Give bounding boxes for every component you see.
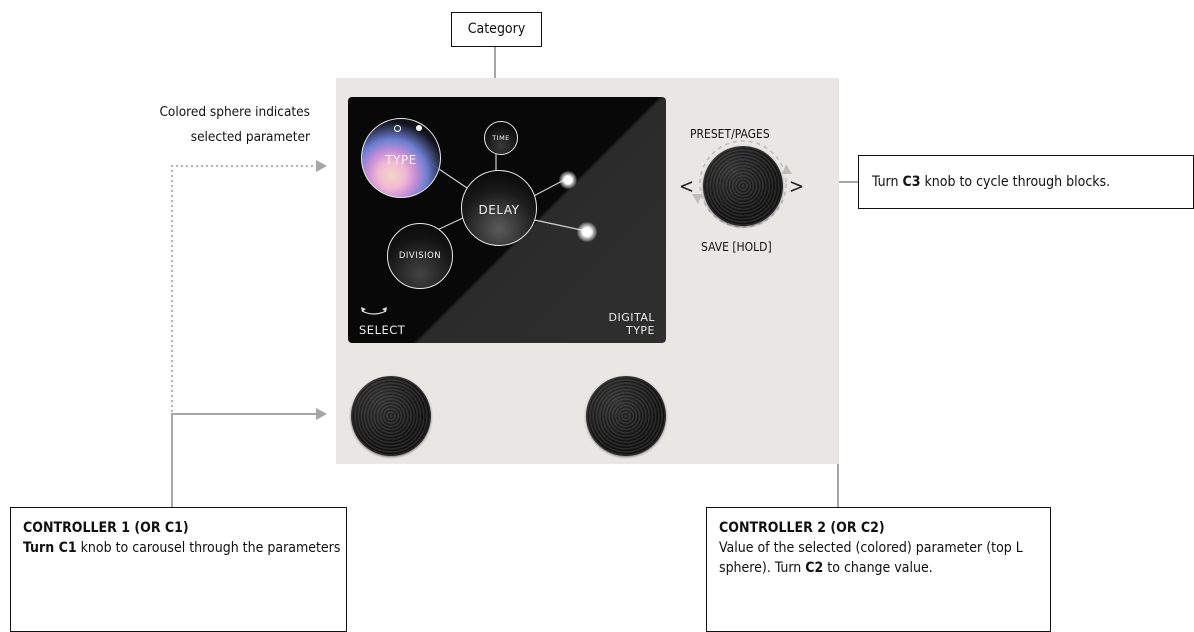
delay-category-sphere: DELAY xyxy=(461,170,537,246)
division-sphere-label: DIVISION xyxy=(398,251,442,261)
sphere-note-line1: Colored sphere indicates xyxy=(159,104,310,120)
select-rotate-icon xyxy=(361,307,387,315)
sphere-note-line2: selected parameter xyxy=(190,129,310,145)
type-sphere-indicator-open xyxy=(394,125,401,132)
c3-callout-pre: Turn xyxy=(872,174,903,190)
glow-dot-lower xyxy=(577,222,597,242)
controller2-callout-box: CONTROLLER 2 (OR C2) Value of the select… xyxy=(706,507,1051,632)
time-parameter-sphere[interactable]: TIME xyxy=(484,121,518,155)
controller2-title: CONTROLLER 2 (OR C2) xyxy=(719,520,885,536)
type-parameter-sphere[interactable]: TYPE xyxy=(361,118,441,198)
c3-left-chevron[interactable]: < xyxy=(679,174,695,198)
division-parameter-sphere[interactable]: DIVISION xyxy=(387,223,453,289)
c3-callout-bold: C3 xyxy=(902,174,921,190)
c3-top-label: PRESET/PAGES xyxy=(690,127,770,141)
category-callout-box: Category xyxy=(451,12,542,47)
c3-right-chevron[interactable]: > xyxy=(789,174,805,198)
c3-callout-box: Turn C3 knob to cycle through blocks. xyxy=(858,155,1194,209)
controller2-body: Value of the selected (colored) paramete… xyxy=(719,540,1023,576)
c2-knob[interactable] xyxy=(586,376,666,456)
type-sphere-indicator-filled xyxy=(416,125,422,131)
select-label: SELECT xyxy=(359,323,406,337)
sphere-note-dotted-line xyxy=(171,165,320,412)
c3-callout-text: Turn C3 knob to cycle through blocks. xyxy=(872,174,1110,190)
controller2-text1: Value of the selected (colored) paramete… xyxy=(719,540,1023,576)
controller2-bold: C2 xyxy=(805,560,824,576)
c3-callout-post: knob to cycle through blocks. xyxy=(920,174,1111,190)
controller1-body: Turn C1 knob to carousel through the par… xyxy=(23,540,340,556)
sphere-note-arrow-head xyxy=(316,160,327,172)
controller1-bold: Turn C1 xyxy=(23,540,77,556)
value-label-line1: DIGITAL xyxy=(608,311,655,324)
c1-arrow-line xyxy=(171,413,318,507)
c3-bottom-label: SAVE [HOLD] xyxy=(701,240,772,254)
controller1-title: CONTROLLER 1 (OR C1) xyxy=(23,520,189,536)
category-label: Category xyxy=(467,21,526,37)
delay-sphere-label: DELAY xyxy=(478,203,520,217)
value-label-line2: TYPE xyxy=(625,324,655,337)
controller1-callout-box: CONTROLLER 1 (OR C1) Turn C1 knob to car… xyxy=(10,507,347,632)
controller2-text2: to change value. xyxy=(823,560,933,576)
c3-rotation-dashed-ring xyxy=(692,140,792,228)
time-sphere-label: TIME xyxy=(492,134,510,142)
c1-knob[interactable] xyxy=(351,376,431,456)
glow-dot-upper xyxy=(559,171,577,189)
controller1-text: knob to carousel through the parameters xyxy=(76,540,341,556)
c3-knob[interactable] xyxy=(703,146,783,226)
type-sphere-label: TYPE xyxy=(385,153,417,167)
display-screen: TYPE TIME DELAY DIVISION SELECT DIGITAL … xyxy=(348,97,666,343)
c1-arrow-head xyxy=(316,408,327,420)
